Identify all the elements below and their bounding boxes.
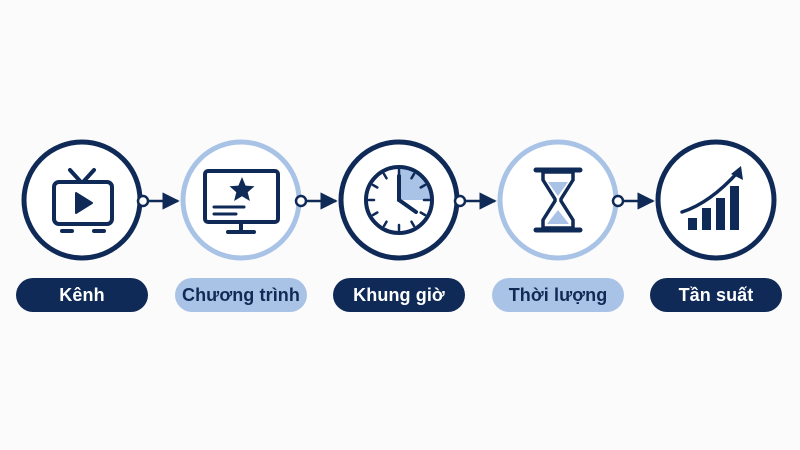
monitor-star-icon xyxy=(203,169,280,234)
step-4-label: Thời lượng xyxy=(492,278,624,312)
step-5-label: Tần suất xyxy=(650,278,782,312)
step-5-node xyxy=(655,139,777,261)
step-4-node xyxy=(497,139,619,261)
step-1-label: Kênh xyxy=(16,278,148,312)
growth-chart-icon xyxy=(680,166,743,230)
step-3-label: Khung giờ xyxy=(333,278,465,312)
step-2-label: Chương trình xyxy=(175,278,307,312)
step-kenh: Kênh xyxy=(16,135,148,315)
tv-icon xyxy=(52,168,114,233)
connector-2 xyxy=(294,192,338,210)
connector-4 xyxy=(611,192,655,210)
step-thoi-luong: Thời lượng xyxy=(492,135,624,315)
clock-icon xyxy=(364,165,434,235)
step-tan-suat: Tần suất xyxy=(650,135,782,315)
step-chuong-trinh: Chương trình xyxy=(175,135,307,315)
step-khung-gio: Khung giờ xyxy=(333,135,465,315)
connector-1 xyxy=(136,192,180,210)
connector-3 xyxy=(453,192,497,210)
hourglass-icon xyxy=(533,167,583,233)
